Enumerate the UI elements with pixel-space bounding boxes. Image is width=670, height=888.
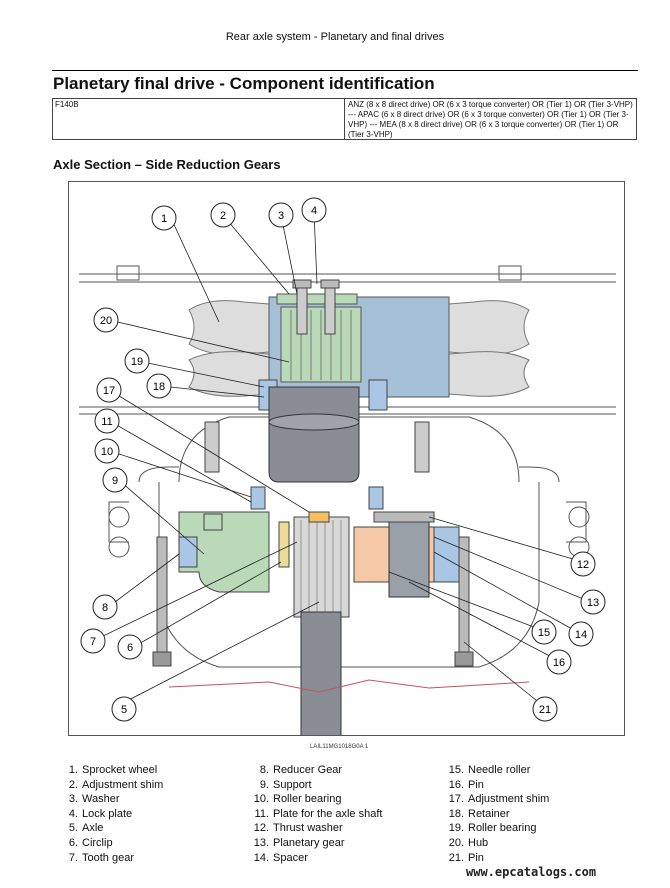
callout-20: 20 [93, 307, 119, 333]
callout-1: 1 [151, 205, 177, 231]
callout-6-label: 6 [127, 642, 133, 654]
callout-11: 11 [94, 408, 120, 434]
callout-15-label: 15 [538, 627, 550, 639]
legend-item: 1.Sprocket wheel [68, 764, 158, 776]
callout-11-label: 11 [101, 416, 112, 428]
callout-15: 15 [531, 619, 557, 645]
callout-17: 17 [96, 377, 122, 403]
callout-20-label: 20 [100, 315, 112, 327]
legend-item: 19.Roller bearing [448, 822, 537, 835]
legend-item: 3.Washer [68, 793, 120, 806]
callout-7-label: 7 [90, 636, 96, 648]
legend-column-2: 8.Reducer Gear 9.Support 10.Roller beari… [251, 763, 383, 865]
running-header: Rear axle system - Planetary and final d… [225, 31, 445, 43]
legend-item: 12.Thrust washer [253, 822, 343, 835]
legend-item: 10.Roller bearing [253, 793, 342, 806]
callout-4: 4 [301, 197, 327, 223]
title-rule [52, 70, 638, 71]
axle-section-drawing: 1 2 3 4 5 6 7 8 9 10 11 12 13 14 15 16 1… [79, 197, 616, 735]
figure-caption: LAIL11MG1018G0A 1 [310, 744, 369, 750]
callout-5: 5 [111, 696, 137, 722]
callout-3: 3 [268, 202, 294, 228]
callout-21-label: 21 [539, 704, 551, 716]
callout-10-label: 10 [101, 446, 113, 458]
callout-3-label: 3 [278, 210, 284, 222]
callout-19-label: 19 [131, 356, 143, 368]
callout-16: 16 [546, 649, 572, 675]
callout-21: 21 [532, 696, 558, 722]
legend-item: 4.Lock plate [68, 807, 133, 820]
callout-6: 6 [117, 634, 143, 660]
callout-13-label: 13 [587, 597, 599, 609]
legend-item: 18.Retainer [448, 807, 510, 820]
configuration-cell: ANZ (8 x 8 direct drive) OR (6 x 3 torqu… [348, 100, 633, 139]
callout-8-label: 8 [102, 602, 108, 614]
callout-18: 18 [146, 373, 172, 399]
callout-13: 13 [580, 589, 606, 615]
callout-2: 2 [210, 202, 236, 228]
page-title: Planetary final drive - Component identi… [53, 74, 435, 93]
watermark: www.epcatalogs.com [466, 865, 597, 879]
callout-4-label: 4 [311, 205, 317, 217]
legend-item: 16.Pin [448, 778, 484, 791]
legend-item: 21.Pin [448, 851, 484, 864]
legend-item: 13.Planetary gear [253, 836, 345, 849]
legend-item: 17.Adjustment shim [448, 793, 550, 806]
legend-item: 2.Adjustment shim [68, 778, 164, 791]
legend-item: 11.Plate for the axle shaft [254, 807, 383, 820]
callout-14: 14 [568, 621, 594, 647]
legend-item: 7.Tooth gear [68, 851, 134, 864]
callout-9-label: 9 [112, 475, 118, 487]
legend-item: 9.Support [259, 778, 312, 791]
legend-item: 6.Circlip [68, 836, 113, 849]
callout-9: 9 [102, 467, 128, 493]
legend-item: 8.Reducer Gear [259, 764, 343, 776]
callout-8: 8 [92, 594, 118, 620]
callout-14-label: 14 [575, 629, 587, 641]
callout-10: 10 [94, 438, 120, 464]
callout-16-label: 16 [553, 657, 565, 669]
legend-item: 15.Needle roller [448, 764, 531, 776]
callout-2-label: 2 [220, 210, 226, 222]
callout-18-label: 18 [153, 381, 165, 393]
model-cell: F140B [53, 99, 345, 139]
callout-1-label: 1 [161, 213, 167, 225]
callout-12: 12 [570, 551, 596, 577]
legend-item: 20.Hub [448, 836, 489, 849]
model-table: F140B ANZ (8 x 8 direct drive) OR (6 x 3… [52, 98, 637, 140]
legend-column-1: 1.Sprocket wheel 2.Adjustment shim 3.Was… [60, 763, 164, 865]
section-heading: Axle Section – Side Reduction Gears [53, 157, 281, 172]
callout-5-label: 5 [121, 704, 127, 716]
legend-item: 14.Spacer [253, 851, 308, 864]
legend-column-3: 15.Needle roller 16.Pin 17.Adjustment sh… [446, 763, 550, 865]
callout-19: 19 [124, 348, 150, 374]
legend-item: 5.Axle [68, 822, 104, 835]
axle-section-figure: 1 2 3 4 5 6 7 8 9 10 11 12 13 14 15 16 1… [68, 181, 625, 736]
callout-7: 7 [80, 628, 106, 654]
callout-12-label: 12 [577, 559, 589, 571]
callout-17-label: 17 [103, 385, 115, 397]
